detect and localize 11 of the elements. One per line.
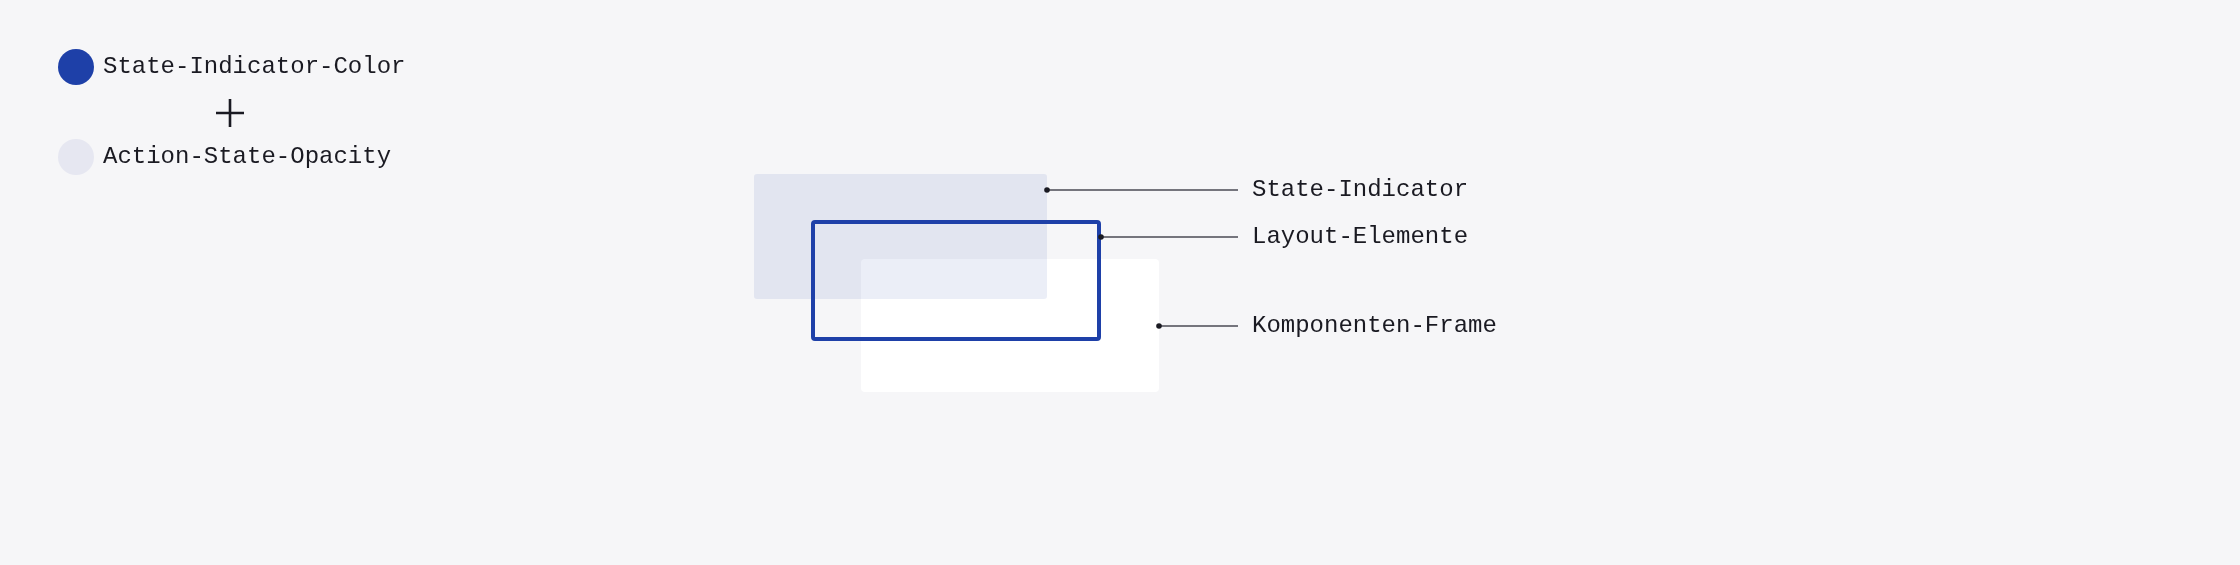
layout-element-outline: [811, 220, 1101, 341]
leader-line: [1098, 234, 1239, 240]
legend-label: State-Indicator-Color: [103, 52, 406, 82]
component-frame-box: [861, 259, 1159, 392]
leader-line: [1044, 187, 1239, 193]
state-indicator-overlay: [754, 174, 1047, 299]
callout-label: State-Indicator: [1252, 175, 1469, 205]
callout-label: Komponenten-Frame: [1252, 311, 1497, 341]
leader-line: [1156, 323, 1239, 329]
legend-label: Action-State-Opacity: [103, 142, 392, 172]
callout-label: Layout-Elemente: [1252, 222, 1469, 252]
